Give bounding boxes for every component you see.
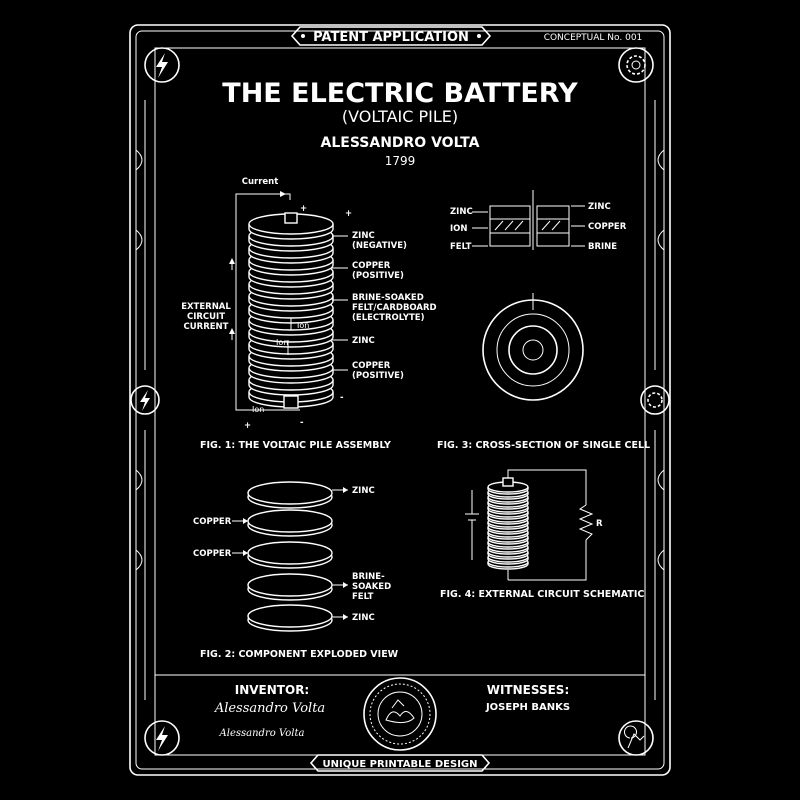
fig2-caption: FIG. 2: COMPONENT EXPLODED VIEW [200, 649, 399, 660]
cell-left-zinc: ZINC [450, 207, 473, 217]
fig1-voltaic-pile: Current + + - - + Ion Ion Ion EXTERNAL C… [181, 177, 436, 451]
exploded-brine-2: SOAKED [352, 582, 391, 592]
seal-icon [363, 677, 437, 751]
label-copper-positive-b: COPPER [352, 361, 391, 371]
witness-name: JOSEPH BANKS [485, 702, 570, 713]
label-zinc-negative: ZINC [352, 231, 375, 241]
gear-icon [640, 385, 670, 415]
signature-primary: Alessandro Volta [214, 701, 325, 716]
witnesses-label: WITNESSES: [487, 683, 570, 697]
fig3-cross-section: ZINC ION FELT ZINC COPPER BRINE FIG. 3: … [437, 190, 650, 451]
plus-sign: + [300, 204, 307, 214]
fig1-caption: FIG. 1: THE VOLTAIC PILE ASSEMBLY [200, 440, 391, 451]
exploded-zinc-top: ZINC [352, 486, 375, 496]
exploded-zinc-bottom: ZINC [352, 613, 375, 623]
label-brine: BRINE-SOAKED [352, 293, 424, 303]
patent-banner: PATENT APPLICATION [290, 26, 492, 46]
plus-sign-2: + [345, 209, 352, 219]
gear-icon [618, 47, 654, 83]
lightning-bolt-icon [130, 385, 160, 415]
year: 1799 [385, 154, 416, 168]
footer: INVENTOR: Alessandro Volta Alessandro Vo… [214, 677, 570, 772]
label-copper-positive-2: (POSITIVE) [352, 271, 404, 281]
figure-icon [618, 720, 654, 756]
inventor-label: INVENTOR: [235, 683, 309, 697]
external-circuit-label-1: EXTERNAL [181, 302, 231, 312]
minus-sign-2: - [300, 418, 304, 428]
label-zinc: ZINC [352, 336, 375, 346]
signature-secondary: Alessandro Volta [219, 728, 305, 739]
lightning-bolt-icon [144, 720, 180, 756]
ion-label-2: Ion [276, 338, 288, 347]
inventor-heading: ALESSANDRO VOLTA [321, 135, 480, 151]
cell-left-ion: ION [450, 224, 468, 234]
fig2-exploded-view: ZINC COPPER COPPER BRINE- SOAKED FELT ZI… [193, 481, 399, 660]
cell-left-felt: FELT [450, 242, 472, 252]
external-circuit-label-2: CIRCUIT [187, 312, 225, 322]
exploded-copper-1: COPPER [193, 517, 232, 527]
exploded-brine-1: BRINE- [352, 572, 385, 582]
cell-right-brine: BRINE [588, 242, 617, 252]
fig4-caption: FIG. 4: EXTERNAL CIRCUIT SCHEMATIC [440, 589, 644, 600]
lightning-bolt-icon [144, 47, 180, 83]
page-title: THE ELECTRIC BATTERY [222, 78, 578, 109]
label-brine-3: (ELECTROLYTE) [352, 313, 425, 323]
label-copper-positive: COPPER [352, 261, 391, 271]
cell-right-copper: COPPER [588, 222, 627, 232]
ion-label-1: Ion [297, 321, 309, 330]
ion-label-3: Ion [252, 405, 264, 414]
label-copper-positive-b-2: (POSITIVE) [352, 371, 404, 381]
label-brine-2: FELT/CARDBOARD [352, 303, 437, 313]
page-subtitle: (VOLTAIC PILE) [342, 107, 458, 126]
current-label: Current [242, 177, 279, 187]
external-circuit-label-3: CURRENT [184, 322, 229, 332]
conceptual-number: CONCEPTUAL No. 001 [544, 33, 643, 43]
label-zinc-negative-2: (NEGATIVE) [352, 241, 407, 251]
cell-right-zinc: ZINC [588, 202, 611, 212]
fig4-circuit-schematic: R FIG. 4: EXTERNAL CIRCUIT SCHEMATIC [440, 469, 644, 600]
pile-discs [248, 213, 334, 408]
bottom-banner: UNIQUE PRINTABLE DESIGN [323, 759, 478, 770]
exploded-brine-3: FELT [352, 592, 374, 602]
minus-sign: - [340, 393, 344, 403]
banner-text: PATENT APPLICATION [313, 30, 469, 45]
plus-sign-3: + [244, 421, 251, 431]
exploded-copper-2: COPPER [193, 549, 232, 559]
fig3-caption: FIG. 3: CROSS-SECTION OF SINGLE CELL [437, 440, 650, 451]
schematic-pile-discs [487, 481, 529, 570]
resistor-label: R [596, 519, 603, 529]
